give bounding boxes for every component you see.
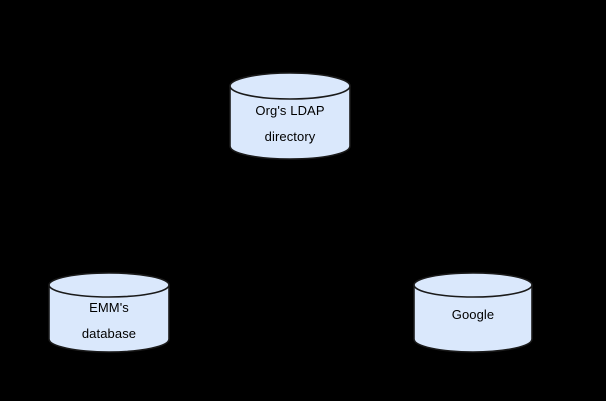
cylinder-shape-emm (48, 272, 170, 353)
cylinder-shape-ldap (229, 72, 351, 160)
database-node-google[interactable]: Google (413, 272, 533, 353)
cylinder-shape-google (413, 272, 533, 353)
